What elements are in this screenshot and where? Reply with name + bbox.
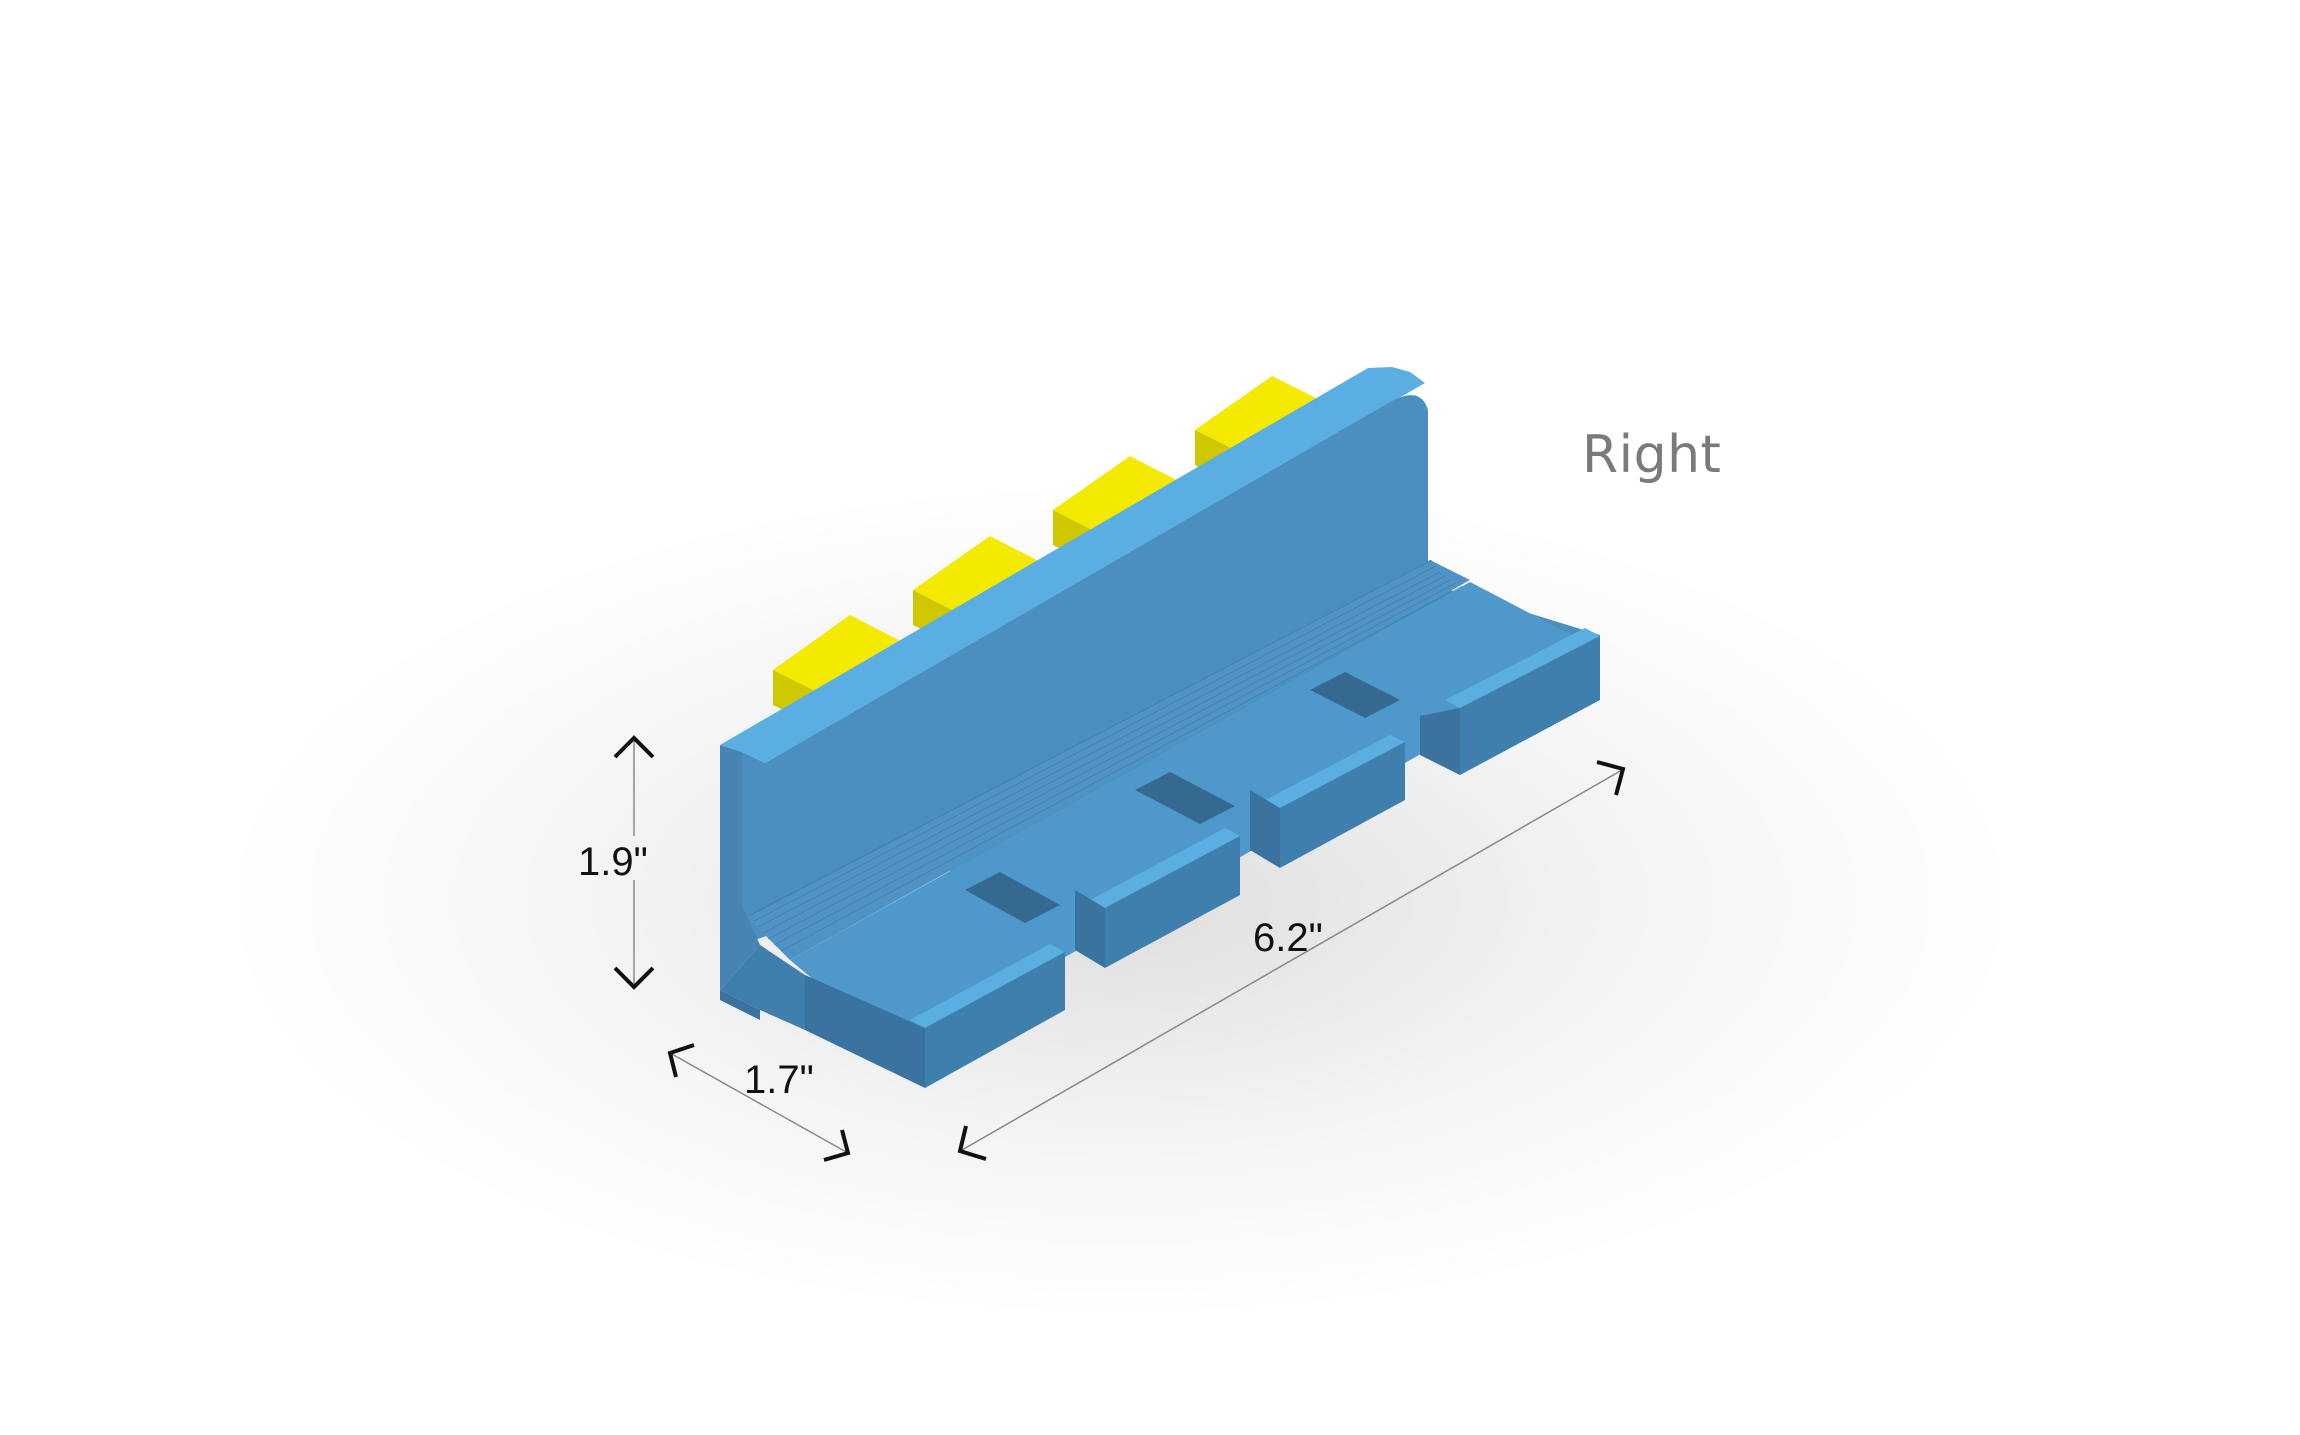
- fillet-lines: [749, 559, 1463, 952]
- wall-top-edge: [720, 367, 1425, 763]
- dimension-width: [957, 760, 1626, 1161]
- dimension-depth: [667, 1043, 851, 1162]
- notch-3: [1310, 672, 1400, 718]
- fillet-band: [748, 560, 1470, 960]
- dimension-height: [613, 735, 655, 990]
- rail-2: [1075, 828, 1240, 968]
- notch-2: [1135, 772, 1235, 824]
- view-label: Right: [1582, 425, 1722, 485]
- wall-left-side: [720, 745, 760, 990]
- wall-front-face: [741, 395, 1600, 940]
- base-front-left: [720, 945, 805, 1030]
- width-dimension-label: 6.2": [1253, 916, 1323, 960]
- rail-1: [805, 944, 1065, 1088]
- rail-3: [1250, 735, 1405, 868]
- height-dimension-label: 1.9": [578, 840, 648, 884]
- rail-4: [1420, 628, 1600, 775]
- segment-3: [1190, 690, 1365, 790]
- notch-1: [965, 872, 1060, 923]
- depth-dimension-label: 1.7": [744, 1058, 814, 1102]
